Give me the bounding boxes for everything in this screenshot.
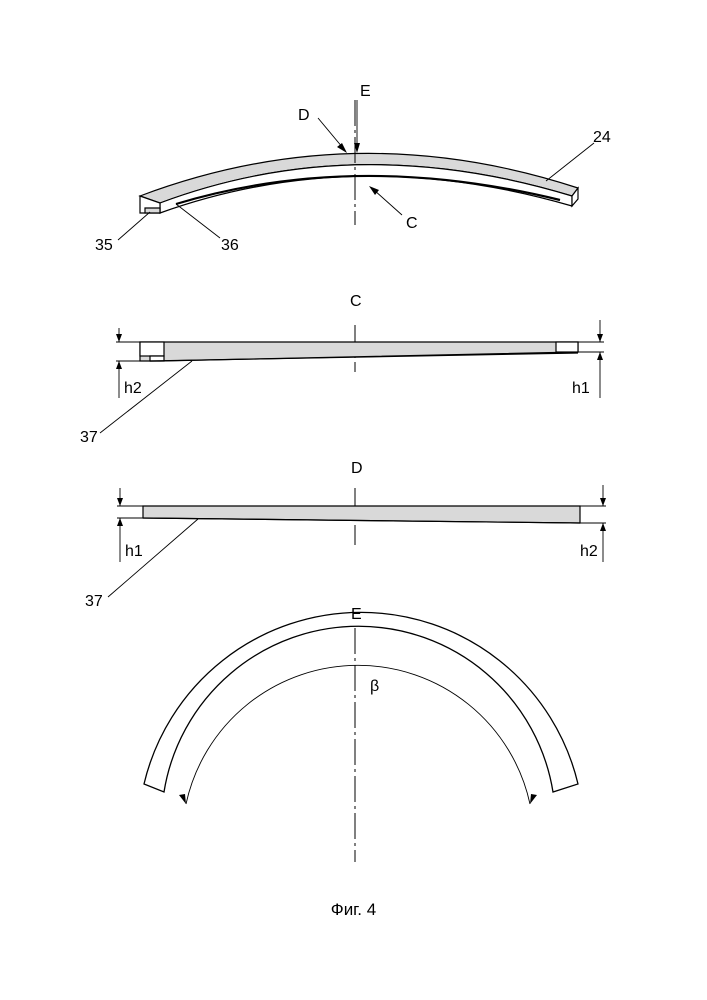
- view-e-title: E: [351, 606, 362, 623]
- ring-segment-outer: [144, 612, 578, 792]
- arrow-d-iso: [337, 143, 347, 153]
- ref-24: 24: [593, 129, 611, 146]
- view-c-body: [140, 342, 578, 361]
- leader-37-d: [108, 519, 198, 597]
- leader-35: [118, 212, 150, 240]
- leader-36: [176, 204, 220, 238]
- view-c: C h2 h1 37: [80, 293, 604, 446]
- label-c-iso: C: [406, 215, 418, 232]
- inner-reference-arc: [186, 665, 530, 804]
- label-d-iso: D: [298, 107, 310, 124]
- ref-36: 36: [221, 237, 239, 254]
- view-c-left-block: [140, 342, 164, 356]
- isometric-view: E D C 24 35 36: [95, 83, 611, 254]
- view-c-right-block: [556, 342, 578, 352]
- view-d: D h1 h2 37: [85, 460, 606, 610]
- segment-step-37: [145, 208, 160, 213]
- ref-35: 35: [95, 237, 113, 254]
- angle-arrow-right: [530, 794, 537, 804]
- label-h1-c: h1: [572, 380, 590, 397]
- view-d-title: D: [351, 460, 363, 477]
- angle-arrow-left: [179, 794, 186, 804]
- label-h2-c: h2: [124, 380, 142, 397]
- leader-24: [546, 143, 594, 181]
- label-h1-d: h1: [125, 543, 143, 560]
- ref-37-c: 37: [80, 429, 98, 446]
- figure-caption: Фиг. 4: [0, 900, 707, 920]
- label-h2-d: h2: [580, 543, 598, 560]
- view-c-title: C: [350, 293, 362, 310]
- label-e-iso: E: [360, 83, 371, 100]
- leader-37-c: [100, 361, 192, 433]
- view-e: E β: [144, 606, 578, 862]
- label-beta: β: [370, 678, 379, 695]
- ref-37-d: 37: [85, 593, 103, 610]
